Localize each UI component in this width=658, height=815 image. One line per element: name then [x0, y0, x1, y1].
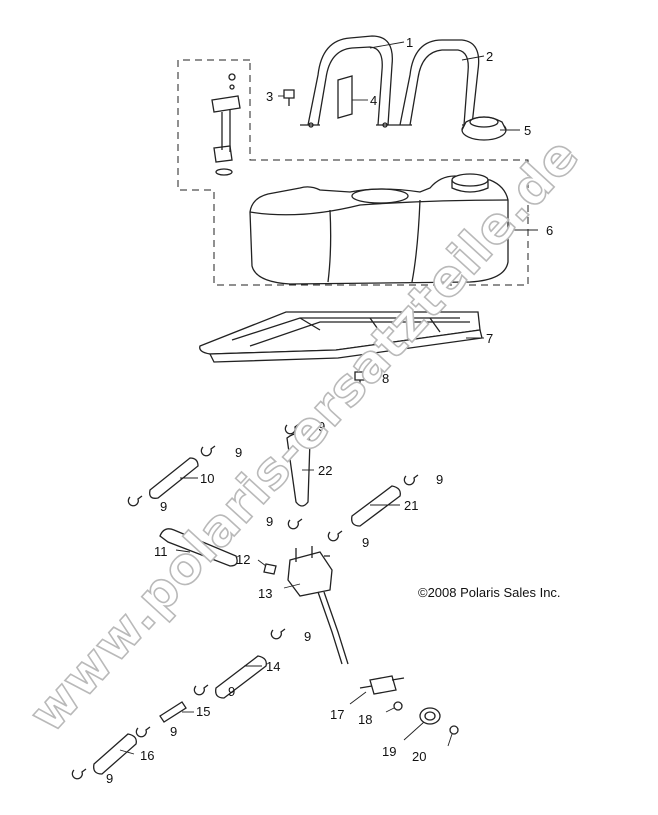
callout-19: 19 — [382, 744, 396, 759]
callout-9-i: 9 — [170, 724, 177, 739]
screw — [283, 89, 295, 106]
callout-22: 22 — [318, 463, 332, 478]
callout-13: 13 — [258, 586, 272, 601]
vent-valve — [359, 675, 405, 695]
callout-16: 16 — [140, 748, 154, 763]
bolt — [354, 371, 366, 390]
fuel-sender — [211, 73, 241, 176]
grommet-19 — [419, 707, 441, 725]
nut-18 — [393, 701, 403, 711]
callout-9-d: 9 — [436, 472, 443, 487]
tank-strap-2 — [394, 39, 480, 126]
callout-8: 8 — [382, 371, 389, 386]
hose-21 — [351, 485, 401, 527]
callout-5: 5 — [524, 123, 531, 138]
callout-9-j: 9 — [106, 771, 113, 786]
hose-11 — [159, 528, 238, 567]
callout-17: 17 — [330, 707, 344, 722]
valve-screw — [263, 563, 277, 575]
tank-strap-1 — [300, 35, 394, 128]
callout-10: 10 — [200, 471, 214, 486]
callout-labels: 1 2 3 4 5 6 7 8 9 9 9 9 9 9 9 9 9 9 10 1… — [106, 35, 553, 786]
leader-lines — [119, 41, 538, 755]
callout-18: 18 — [358, 712, 372, 727]
fuel-cap — [461, 116, 507, 141]
callout-3: 3 — [266, 89, 273, 104]
hose-14 — [215, 655, 267, 699]
fuel-tank — [249, 173, 509, 285]
hose-10 — [149, 457, 199, 499]
callout-20: 20 — [412, 749, 426, 764]
callout-14: 14 — [266, 659, 280, 674]
hose-16 — [93, 733, 137, 775]
callout-9-a: 9 — [235, 445, 242, 460]
callout-4: 4 — [370, 93, 377, 108]
callout-12: 12 — [236, 552, 250, 567]
fuel-valve — [287, 546, 349, 665]
callout-21: 21 — [404, 498, 418, 513]
callout-9-f: 9 — [362, 535, 369, 550]
callout-11: 11 — [154, 544, 168, 559]
hose-clamps — [71, 423, 419, 780]
copyright-notice: ©2008 Polaris Sales Inc. — [418, 585, 561, 600]
callout-9-e: 9 — [266, 514, 273, 529]
hose-22 — [286, 432, 311, 507]
callout-9-b: 9 — [318, 419, 325, 434]
fitting-15 — [159, 701, 187, 723]
cap-20 — [449, 725, 459, 735]
callout-9-g: 9 — [304, 629, 311, 644]
skid-plate — [199, 311, 483, 363]
callout-6: 6 — [546, 223, 553, 238]
callout-15: 15 — [196, 704, 210, 719]
callout-2: 2 — [486, 49, 493, 64]
callout-9-c: 9 — [160, 499, 167, 514]
callout-7: 7 — [486, 331, 493, 346]
callout-9-h: 9 — [228, 684, 235, 699]
strap-pad — [337, 75, 353, 119]
callout-1: 1 — [406, 35, 413, 50]
